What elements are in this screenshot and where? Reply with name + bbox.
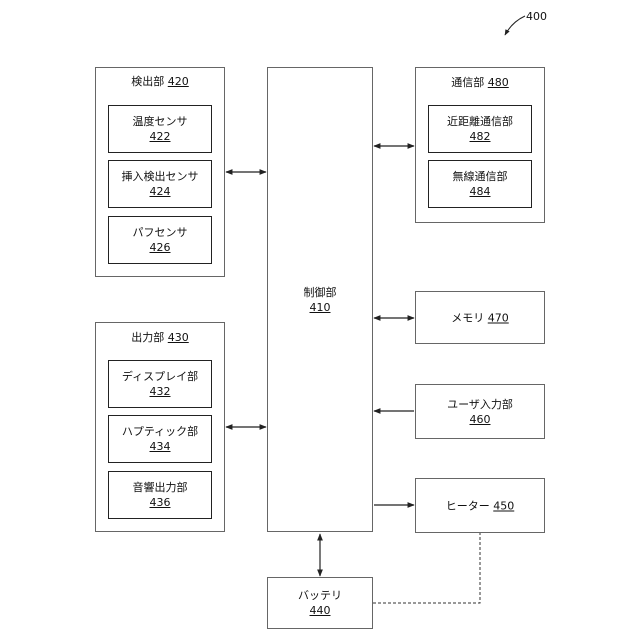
control-unit: 制御部 410 [267, 67, 373, 532]
battery: バッテリ 440 [267, 577, 373, 629]
figure-number: 400 [526, 10, 547, 23]
audio-output-unit: 音響出力部 436 [108, 471, 212, 519]
figure-ref-arrow [505, 16, 525, 35]
haptic-unit: ハプティック部 434 [108, 415, 212, 463]
output-unit-label: 出力部 430 [96, 330, 224, 345]
display-unit: ディスプレイ部 432 [108, 360, 212, 408]
near-field-communication-unit: 近距離通信部 482 [428, 105, 532, 153]
heater: ヒーター 450 [415, 478, 545, 533]
puff-sensor: パフセンサ 426 [108, 216, 212, 264]
detection-unit-label: 検出部 420 [96, 74, 224, 89]
wireless-communication-unit: 無線通信部 484 [428, 160, 532, 208]
insertion-detection-sensor: 挿入検出センサ 424 [108, 160, 212, 208]
dashed-heater-battery [372, 532, 480, 603]
communication-unit-label: 通信部 480 [416, 75, 544, 90]
temperature-sensor: 温度センサ 422 [108, 105, 212, 153]
memory: メモリ 470 [415, 291, 545, 344]
user-input-unit: ユーザ入力部 460 [415, 384, 545, 439]
